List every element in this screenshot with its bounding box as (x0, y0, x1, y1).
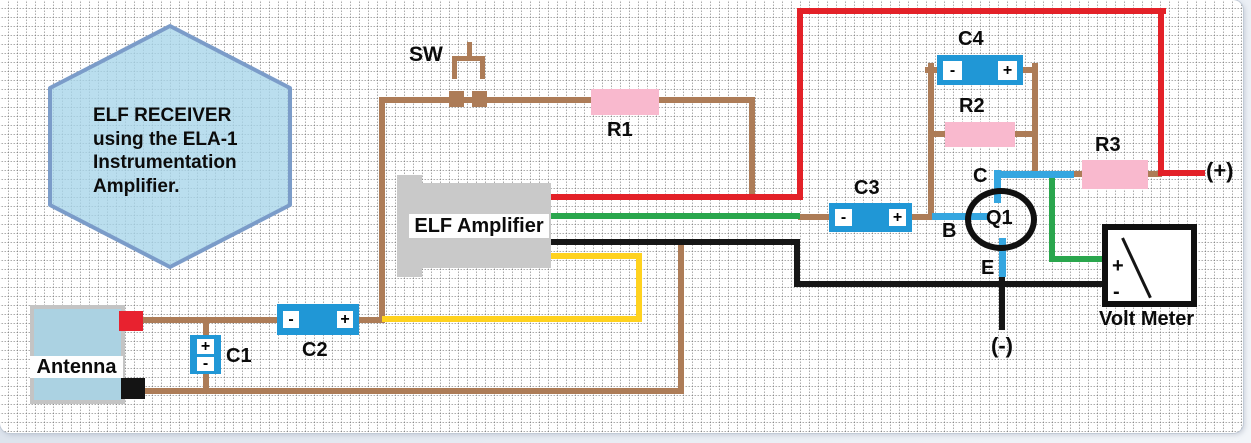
wire-brown-bottom-horizontal (142, 388, 684, 394)
c2-label: C2 (302, 339, 328, 361)
wire-brown-c3-lead-right (910, 214, 935, 220)
volt-meter-minus: - (1113, 281, 1120, 303)
wire-brown-c3-lead-left (798, 214, 831, 220)
r1-label: R1 (607, 119, 633, 141)
c3-label: C3 (854, 177, 880, 199)
wire-brown-c2-right-lead (358, 317, 382, 323)
q1-collector-label: C (973, 165, 988, 187)
badge-line-3: Instrumentation (93, 152, 237, 173)
capacitor-c1: + - (190, 335, 221, 374)
resistor-r2 (945, 122, 1015, 147)
wire-black-horizontal (794, 281, 1105, 287)
switch-contact-pad-right (472, 91, 487, 107)
c3-minus-mark: - (835, 209, 852, 226)
c4-label: C4 (958, 28, 984, 50)
q1-emitter-stub (999, 238, 1006, 277)
q1-collector-stub (994, 170, 1001, 203)
hexagon-badge (48, 24, 292, 269)
wire-green-vertical (1049, 173, 1055, 260)
c4-minus-mark: - (943, 61, 962, 80)
switch-actuator-leg-left (452, 56, 457, 79)
q1-emitter-label: E (981, 257, 995, 279)
wire-green-amp-output (551, 213, 800, 219)
negative-rail-label: (-) (991, 333, 1013, 358)
c2-plus-mark: + (337, 311, 353, 328)
c4-plus-mark: + (998, 61, 1017, 80)
wire-brown-left-vertical (379, 97, 385, 323)
c2-minus-mark: - (283, 311, 299, 328)
amplifier-label: ELF Amplifier (409, 214, 549, 238)
wire-brown-c4-lead-left (925, 67, 939, 73)
wire-brown-ground-vertical (678, 242, 684, 394)
volt-meter-label: Volt Meter (1099, 308, 1195, 330)
badge-text: ELF RECEIVER using the ELA-1 Instrumenta… (93, 104, 238, 198)
r2-label: R2 (959, 95, 985, 117)
switch-actuator-leg-right (480, 56, 485, 79)
wire-brown-c4-left-vertical (928, 63, 934, 220)
wire-brown-top-horizontal (379, 97, 752, 103)
wire-black-vertical (794, 239, 800, 285)
switch-actuator-stem (467, 42, 472, 58)
q1-collector-line (994, 171, 1074, 178)
antenna-terminal-positive (119, 311, 143, 331)
grid-canvas: + - - + - + - + ELF Amplifier Antenna + (0, 0, 1243, 433)
r3-label: R3 (1095, 134, 1121, 156)
transistor-q1-circle (965, 188, 1037, 251)
wire-brown-r3-lead-left (1072, 171, 1084, 177)
antenna-body (34, 309, 121, 400)
antenna-terminal-negative (121, 378, 145, 399)
badge-line-4: Amplifier. (93, 175, 180, 197)
wire-black-amp-output (551, 239, 800, 245)
wire-black-emitter-down (999, 274, 1005, 330)
wire-red-top-horizontal (797, 8, 1166, 14)
capacitor-c3: - + (829, 203, 912, 232)
c1-label: C1 (226, 345, 252, 367)
q1-base-label: B (942, 220, 957, 242)
q1-base-stub (932, 213, 989, 220)
wire-red-left-vertical (797, 8, 803, 200)
c1-minus-mark: - (197, 356, 214, 372)
wire-brown-r2-lead-right (1013, 131, 1037, 137)
wire-green-to-meter (1049, 256, 1105, 262)
wire-red-amp-output (551, 194, 803, 200)
wire-brown-r1-down (749, 97, 755, 198)
switch-contact-pad-left (449, 91, 464, 107)
wire-yellow-horizontal (382, 316, 642, 322)
wire-brown-r2-lead-left (928, 131, 947, 137)
capacitor-c4: - + (937, 55, 1023, 85)
badge-line-2: using the ELA-1 (93, 128, 238, 150)
volt-meter-plus: + (1112, 255, 1124, 277)
wire-yellow-vertical (636, 253, 642, 321)
antenna-label: Antenna (30, 356, 123, 378)
resistor-r3 (1082, 160, 1148, 189)
wire-brown-c4-right-vertical (1032, 63, 1038, 175)
positive-rail-label: (+) (1206, 158, 1234, 183)
c1-plus-mark: + (197, 338, 214, 354)
capacitor-c2: - + (277, 304, 359, 335)
wire-yellow-amp-output (551, 253, 642, 259)
wire-red-right-vertical (1158, 8, 1164, 176)
switch-actuator-top (452, 56, 485, 61)
q1-label: Q1 (986, 207, 1013, 229)
switch-label: SW (409, 43, 443, 66)
resistor-r1 (591, 89, 659, 115)
badge-line-1: ELF RECEIVER (93, 105, 232, 126)
wire-brown-antenna-top (142, 317, 278, 323)
wire-brown-r3-lead-right (1148, 171, 1162, 177)
c3-plus-mark: + (889, 209, 906, 226)
wire-brown-c4-lead-right (1021, 67, 1037, 73)
wire-red-to-plus (1158, 170, 1205, 176)
